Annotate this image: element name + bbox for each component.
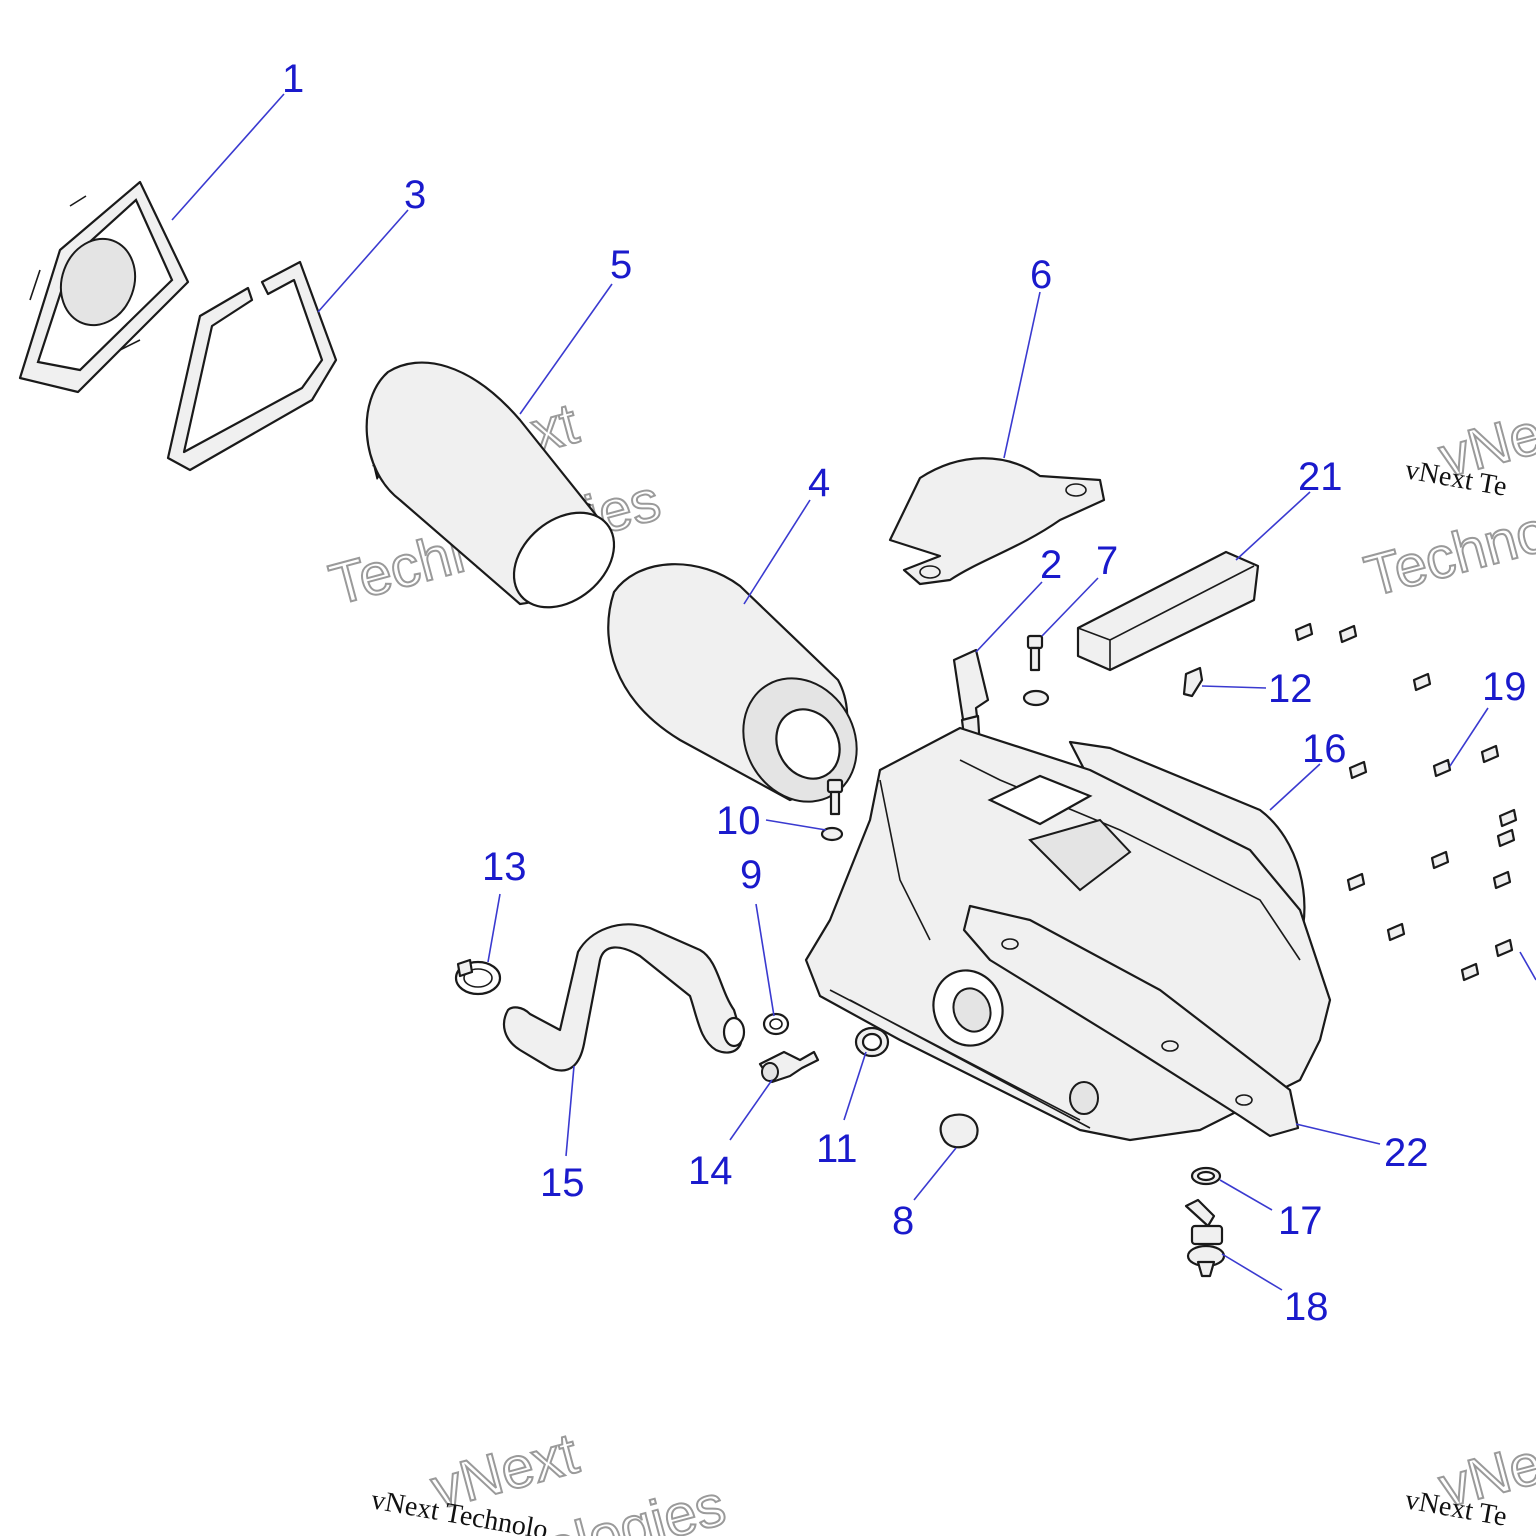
callout-2: 2 [1040,543,1062,587]
part-9-clamp [762,1012,790,1036]
part-15-drain-hose [502,923,746,1072]
part-22-bracket [962,904,1300,1138]
callout-10: 10 [716,799,761,843]
part-8-plug [939,1113,979,1149]
leader-lines [171,93,1536,1291]
callout-3: 3 [404,173,426,217]
callout-14: 14 [688,1149,733,1193]
part-13-clamp [454,958,502,996]
callout-19: 19 [1482,665,1527,709]
callout-13: 13 [482,845,527,889]
part-7-bolt [1022,634,1050,707]
part-1-intake-cover [18,180,190,394]
callout-4: 4 [808,461,830,505]
callout-12: 12 [1268,667,1313,711]
part-17-o-ring [1190,1166,1222,1186]
part-5-prefilter-sleeve [365,361,616,609]
part-14-check-valve [758,1050,820,1084]
part-6-cover-plate [888,457,1106,586]
callout-8: 8 [892,1199,914,1243]
part-11-grommet [854,1026,890,1058]
callout-16: 16 [1302,727,1347,771]
watermark-big: Technolo [1358,486,1536,609]
callout-6: 6 [1030,253,1052,297]
callout-18: 18 [1284,1285,1329,1329]
callout-labels: 1 2 3 4 5 6 7 8 9 10 11 12 13 14 15 16 1… [282,57,1527,1329]
part-21-foam-block [1076,550,1260,672]
callout-15: 15 [540,1161,585,1205]
callout-1: 1 [282,57,304,101]
part-12-bolt [1182,666,1204,698]
part-19-bolts [1294,622,1518,982]
callout-7: 7 [1096,539,1118,583]
part-18-drain-plug [1184,1198,1226,1278]
part-3-seal [166,260,338,472]
callout-9: 9 [740,853,762,897]
part-10-bolt-washer [820,778,844,842]
part-4-air-filter [607,563,858,803]
callout-17: 17 [1278,1199,1323,1243]
callout-11: 11 [816,1127,858,1171]
callout-21: 21 [1298,455,1343,499]
callout-22: 22 [1384,1131,1429,1175]
callout-5: 5 [610,243,632,287]
